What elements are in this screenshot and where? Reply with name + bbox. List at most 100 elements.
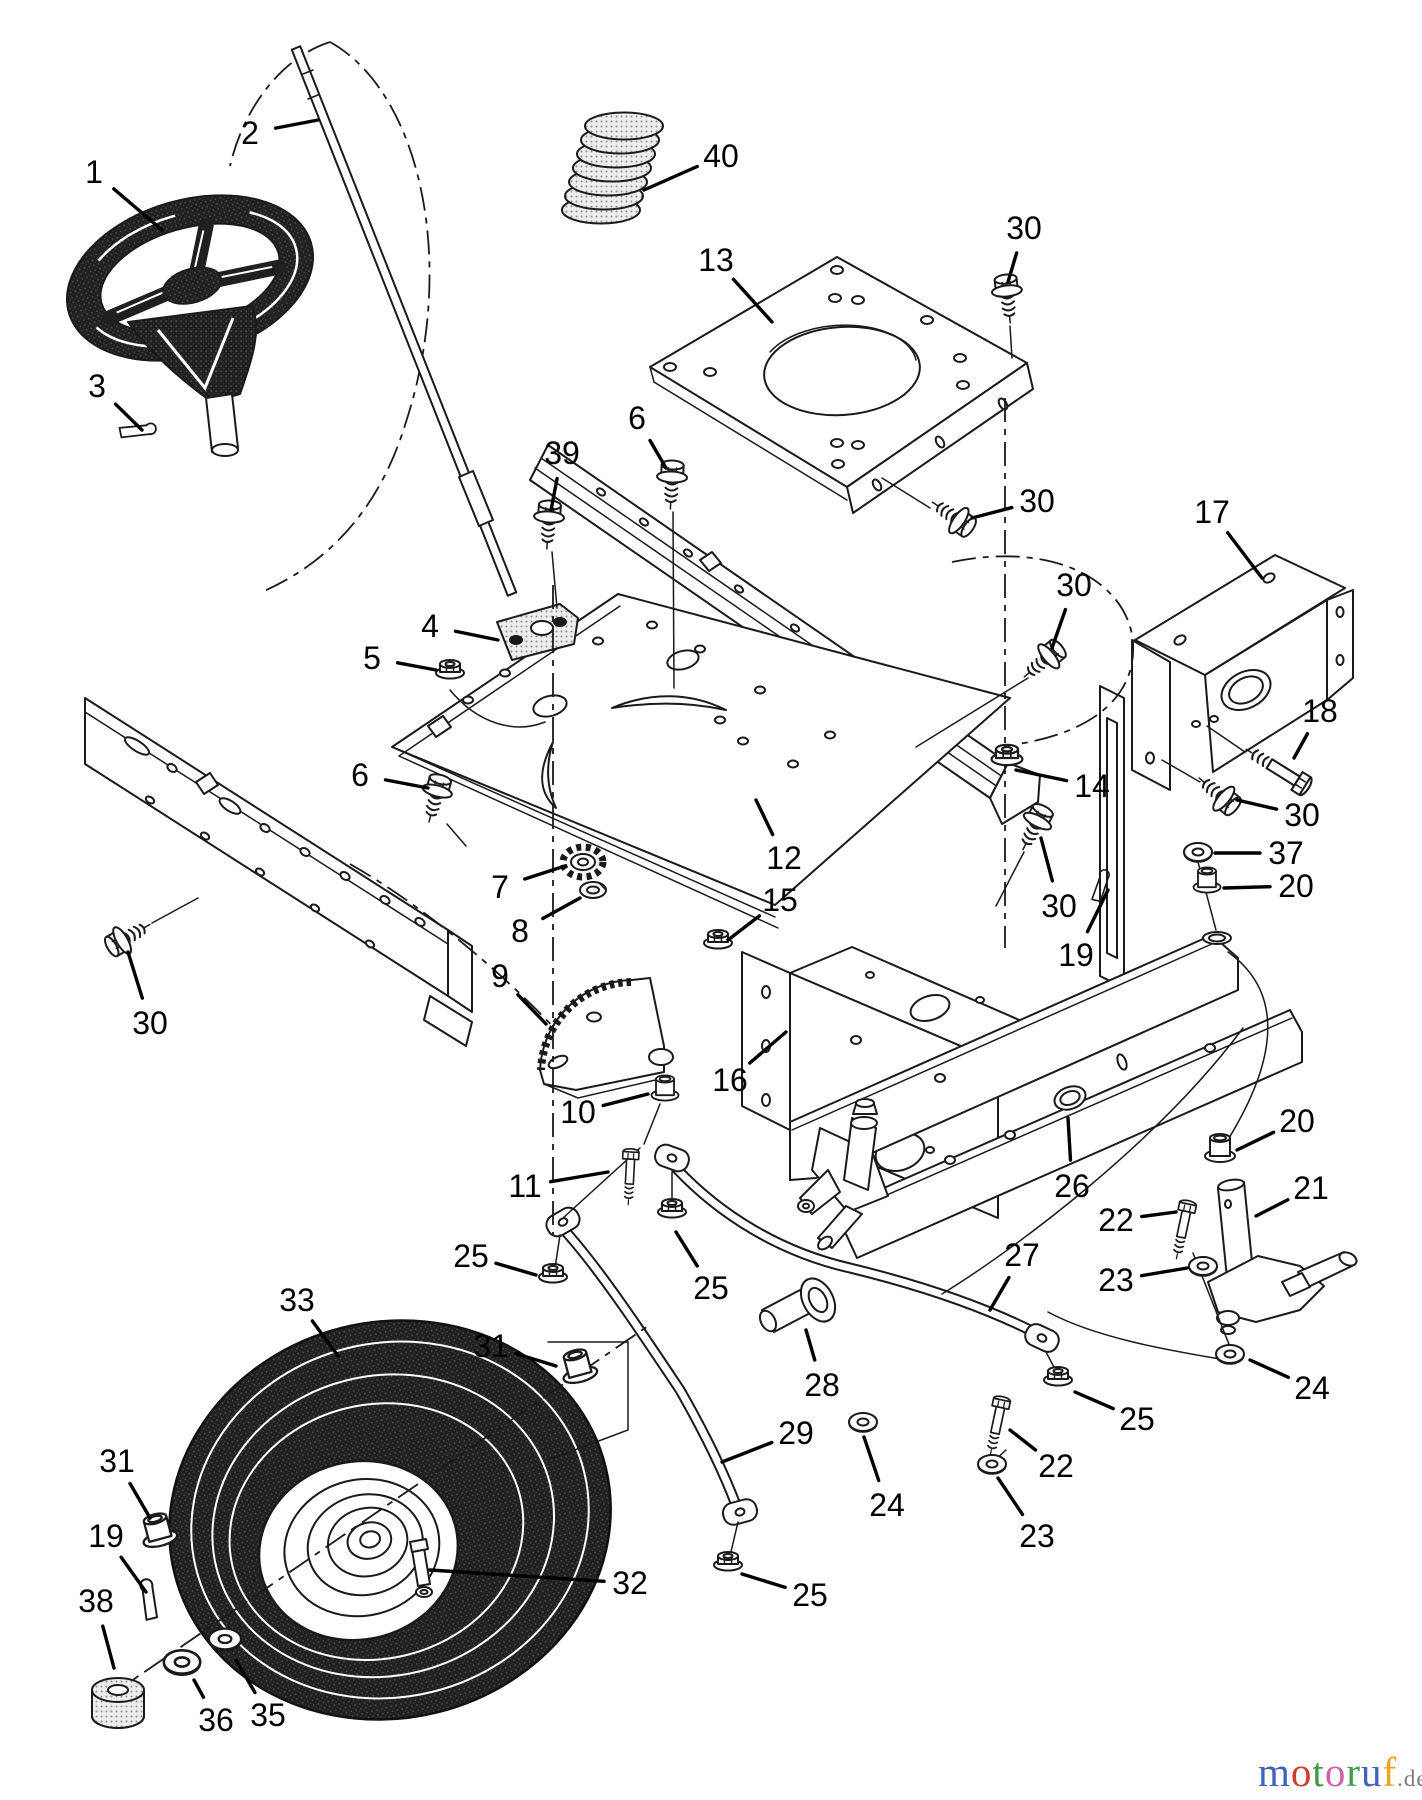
steering-shaft xyxy=(290,45,518,597)
callout-23: 23 xyxy=(1019,1518,1055,1554)
washer-23 xyxy=(977,1454,1007,1475)
pinion-gear-7 xyxy=(559,843,607,881)
callout-layer: 1234566789101112131415161718191920202122… xyxy=(78,115,1338,1738)
fasteners xyxy=(91,272,1316,1729)
callout-30: 30 xyxy=(1041,888,1077,924)
leader-line-27 xyxy=(988,1275,1011,1312)
frame-rail-left xyxy=(84,697,473,1047)
axle-pivot-tube-28 xyxy=(758,1277,837,1333)
washer-36 xyxy=(162,1649,202,1677)
callout-26: 26 xyxy=(1054,1168,1090,1204)
callout-7: 7 xyxy=(491,869,509,905)
leader-line-13 xyxy=(731,277,774,324)
watermark-letter: f xyxy=(1382,1749,1398,1795)
callout-30: 30 xyxy=(1019,483,1055,519)
callout-8: 8 xyxy=(511,913,529,949)
bolt-30 xyxy=(1188,765,1248,822)
leader-line-38 xyxy=(101,1624,116,1670)
callout-25: 25 xyxy=(693,1270,729,1306)
leader-line-30 xyxy=(1039,836,1055,883)
callout-20: 20 xyxy=(1279,1103,1315,1139)
callout-13: 13 xyxy=(698,242,734,278)
leader-line-17 xyxy=(1226,531,1264,580)
callout-12: 12 xyxy=(766,840,802,876)
leader-line-39 xyxy=(549,476,559,512)
bolt-6 xyxy=(413,770,458,827)
leader-line-19 xyxy=(119,1555,148,1594)
callout-6: 6 xyxy=(628,400,646,436)
bolt-30 xyxy=(923,488,982,544)
nut-14 xyxy=(990,743,1024,767)
callout-14: 14 xyxy=(1074,768,1110,804)
watermark-letter: t xyxy=(1312,1749,1325,1795)
callout-6: 6 xyxy=(351,757,369,793)
nut-25 xyxy=(538,1263,568,1284)
callout-4: 4 xyxy=(421,608,439,644)
leader-line-35 xyxy=(234,1658,257,1695)
leader-line-12 xyxy=(754,798,775,837)
bolt-18 xyxy=(1239,739,1316,799)
drag-link-29 xyxy=(545,1206,759,1526)
bolt-22 xyxy=(981,1394,1012,1458)
tie-rod-27 xyxy=(654,1143,1060,1353)
bushing-20 xyxy=(1204,1133,1236,1163)
nut-25 xyxy=(1043,1366,1073,1387)
leader-line-32 xyxy=(428,1568,606,1584)
bushing-31 xyxy=(556,1344,600,1388)
leader-line-10 xyxy=(601,1092,650,1108)
callout-18: 18 xyxy=(1302,693,1338,729)
washer-37 xyxy=(1183,842,1213,863)
leader-line-24 xyxy=(862,1435,881,1483)
leader-line-9 xyxy=(516,993,548,1026)
leader-line-2 xyxy=(273,118,320,130)
callout-30: 30 xyxy=(1056,567,1092,603)
washer-24 xyxy=(848,1412,878,1433)
leader-line-15 xyxy=(726,914,762,942)
lock-washer-8 xyxy=(579,881,607,899)
callout-24: 24 xyxy=(1294,1370,1330,1406)
leader-line-25 xyxy=(674,1230,699,1268)
callout-16: 16 xyxy=(712,1062,748,1098)
callout-11: 11 xyxy=(508,1168,541,1204)
callout-21: 21 xyxy=(1293,1170,1329,1206)
callout-25: 25 xyxy=(453,1238,489,1274)
nut-25 xyxy=(657,1198,687,1219)
bolt-39 xyxy=(530,498,567,551)
leader-line-26 xyxy=(1066,1116,1073,1162)
leader-line-33 xyxy=(310,1319,340,1358)
leader-line-16 xyxy=(748,1030,788,1065)
callout-19: 19 xyxy=(88,1518,124,1554)
washer-24 xyxy=(1215,1344,1245,1365)
callout-23: 23 xyxy=(1098,1262,1134,1298)
leader-line-30 xyxy=(126,950,145,1000)
leader-line-4 xyxy=(453,629,500,642)
callout-30: 30 xyxy=(1006,210,1042,246)
callout-32: 32 xyxy=(612,1565,648,1601)
center-lines xyxy=(107,398,1134,1698)
leader-line-6 xyxy=(648,438,668,470)
leader-line-40 xyxy=(642,164,699,192)
callout-39: 39 xyxy=(544,435,580,471)
callout-35: 35 xyxy=(250,1697,286,1733)
watermark-letter: m xyxy=(1258,1749,1291,1795)
watermark-suffix: .de xyxy=(1397,1766,1422,1791)
leader-line-19 xyxy=(1085,888,1110,934)
callout-19: 19 xyxy=(1058,937,1094,973)
valve-stem-32 xyxy=(409,1538,433,1598)
callout-22: 22 xyxy=(1098,1202,1134,1238)
callout-2: 2 xyxy=(241,115,259,151)
callout-30: 30 xyxy=(132,1005,168,1041)
callout-28: 28 xyxy=(804,1367,840,1403)
callout-25: 25 xyxy=(1119,1401,1155,1437)
leader-line-5 xyxy=(395,661,438,672)
leader-line-8 xyxy=(541,896,582,921)
nut-5 xyxy=(435,659,465,680)
steering-bearing-4 xyxy=(496,603,579,661)
callout-29: 29 xyxy=(778,1415,814,1451)
phantom-column-outline xyxy=(229,41,431,593)
leader-line-6 xyxy=(383,778,430,790)
callout-20: 20 xyxy=(1278,868,1314,904)
leader-line-22 xyxy=(1008,1428,1038,1452)
